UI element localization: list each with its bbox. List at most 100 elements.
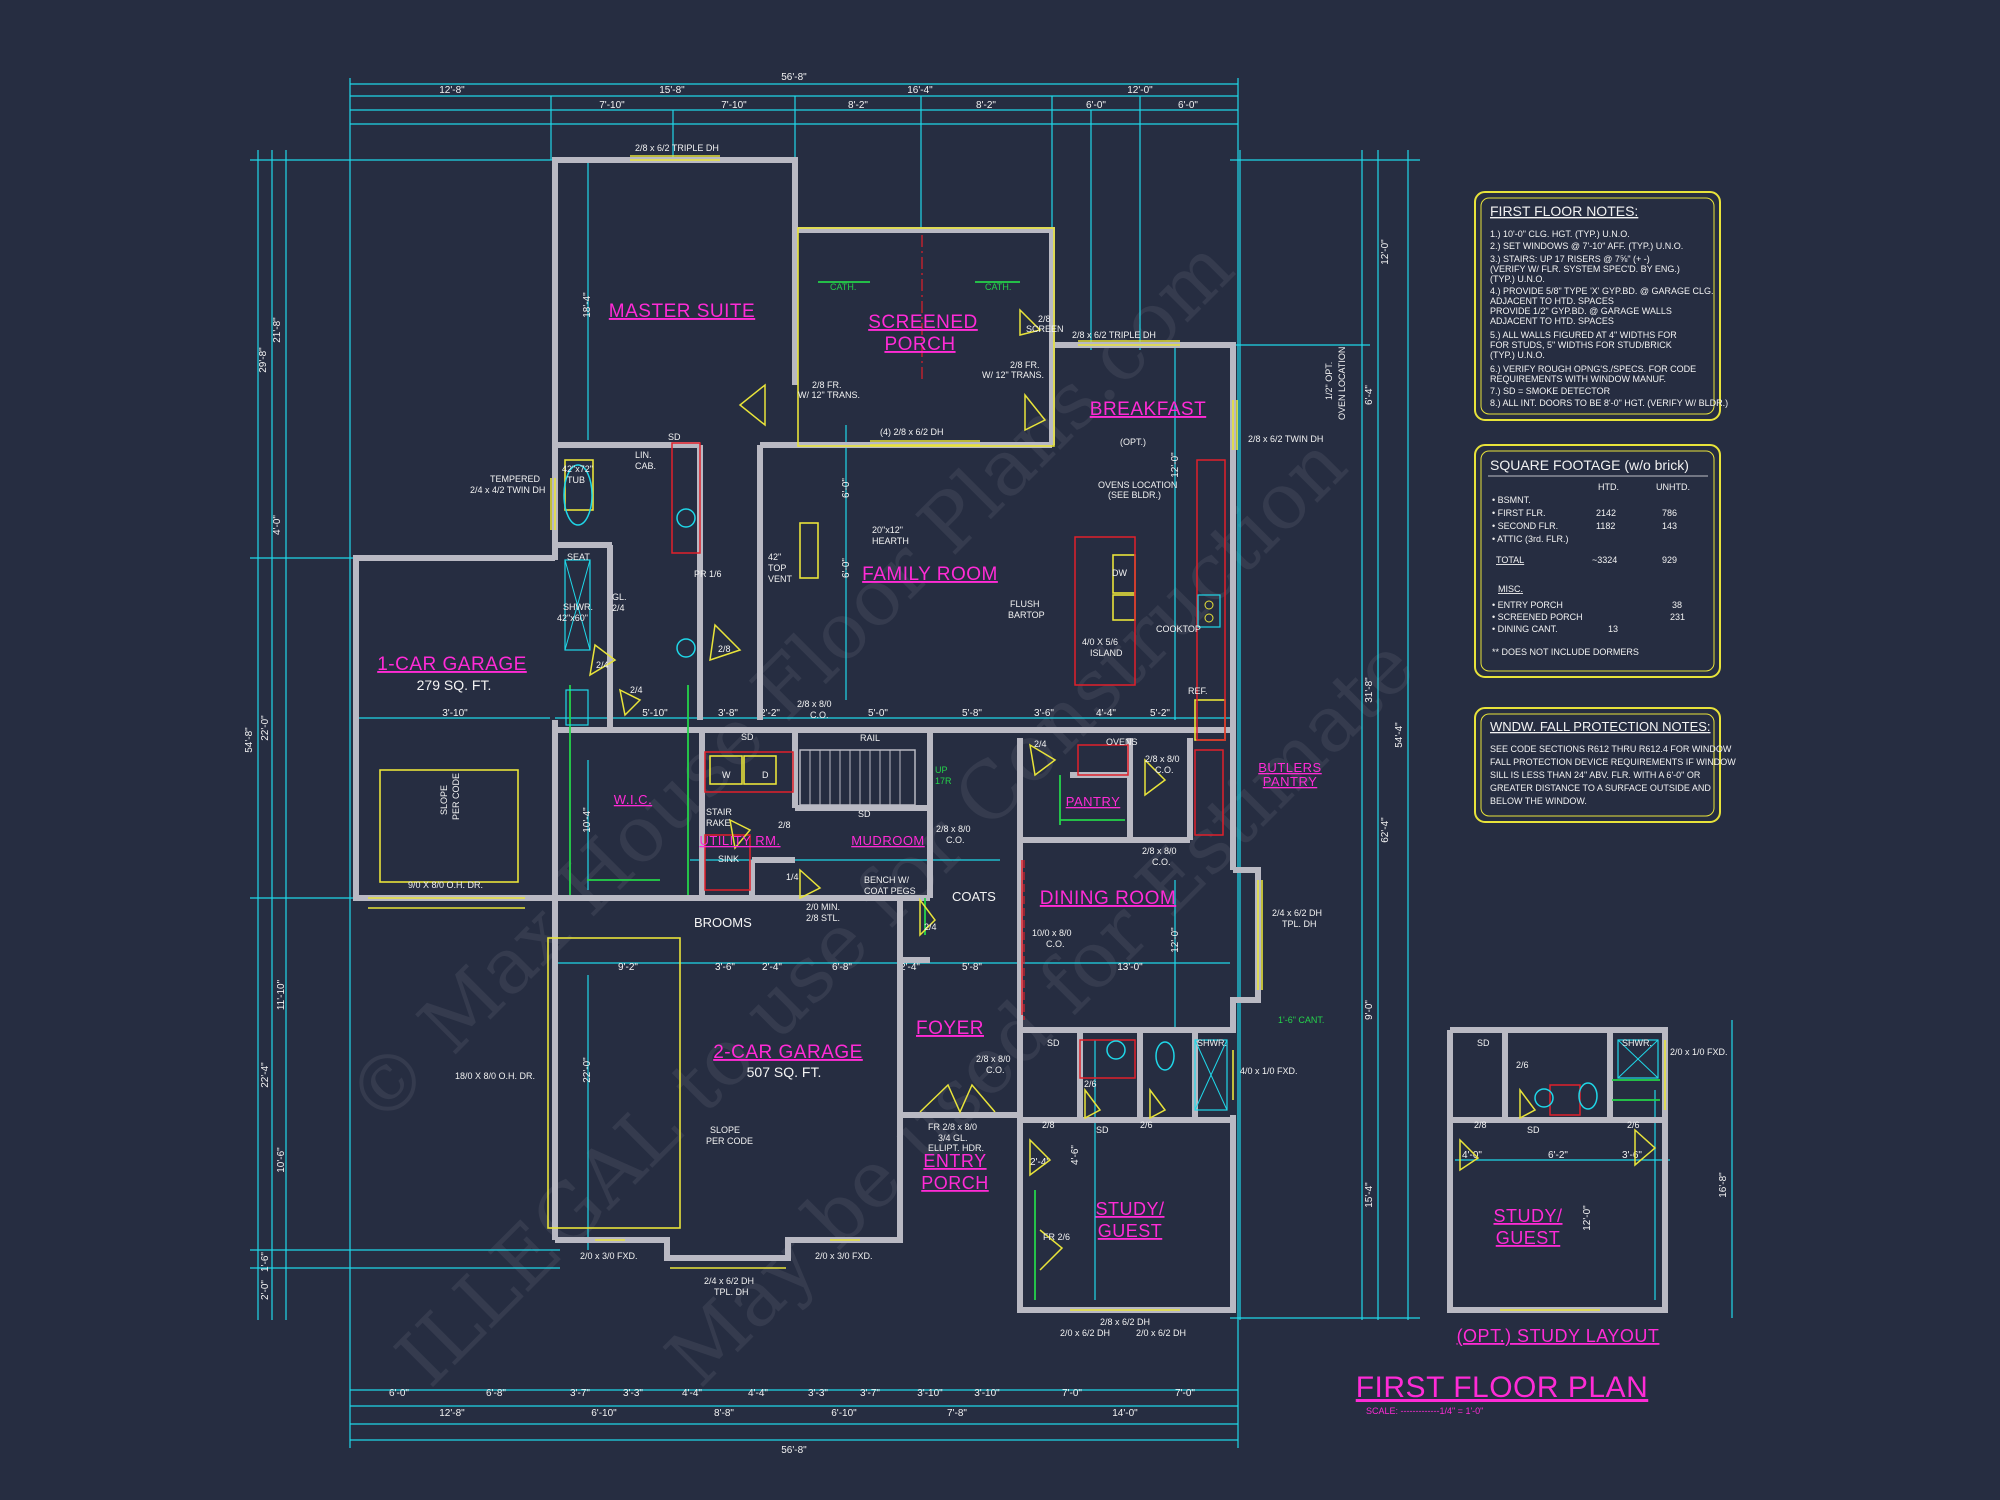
label-dryer: D (762, 770, 769, 780)
dim-bottom: 4'-4" (682, 1388, 702, 1399)
sqft-row-label: • FIRST FLR. (1492, 508, 1546, 518)
dim-top: 12'-0" (1127, 85, 1153, 96)
dim-inner: 2'-4" (762, 962, 782, 973)
room-butlers-2: PANTRY (1263, 774, 1318, 789)
label-door: W/ 12" TRANS. (982, 370, 1044, 380)
dim-right: 16'-8" (1718, 1172, 1729, 1198)
label-shower: SHWR. (1197, 1038, 1227, 1048)
label-window: 2/4 x 6/2 DH (704, 1276, 754, 1286)
sqft-row-unhtd: 143 (1662, 521, 1677, 531)
room-foyer: FOYER (916, 1018, 984, 1039)
label-co: C.O. (946, 835, 965, 845)
note-line: 2.) SET WINDOWS @ 7'-10" AFF. (TYP.) U.N… (1490, 241, 1683, 251)
sqft-misc-value: 13 (1608, 624, 1618, 634)
label-screen: SCREEN (1026, 324, 1064, 334)
dim-top: 8'-2" (848, 100, 868, 111)
opt-study-title: (OPT.) STUDY LAYOUT (1457, 1326, 1660, 1346)
room-family-room: FAMILY ROOM (862, 564, 998, 585)
fall-protection-line: FALL PROTECTION DEVICE REQUIREMENTS IF W… (1490, 757, 1736, 767)
note-line: 1.) 10'-0" CLG. HGT. (TYP.) U.N.O. (1490, 229, 1630, 239)
dim-left: 10'-6" (276, 1147, 287, 1173)
room-pantry: PANTRY (1066, 794, 1121, 809)
dim-inner: 3'-8" (718, 708, 738, 719)
sqft-col-htd: HTD. (1598, 482, 1619, 492)
note-line: (TYP.) U.N.O. (1490, 274, 1545, 284)
sqft-total-htd: ~3324 (1592, 555, 1617, 565)
fall-protection-notes: WNDW. FALL PROTECTION NOTES: SEE CODE SE… (1474, 707, 1736, 823)
label-door: 2/6 (1140, 1120, 1153, 1130)
annotations-green (569, 281, 1660, 1300)
dim-top: 16'-4" (907, 85, 933, 96)
dimension-lines (250, 78, 1733, 1448)
dim-inner: 18'-4" (582, 292, 593, 318)
annotation-labels: 2/8 x 6/2 TRIPLE DH 2/8 x 6/2 TRIPLE DH … (408, 143, 1728, 1338)
label-tub: 42"x72" (562, 464, 593, 474)
room-breakfast: BREAKFAST (1090, 399, 1206, 420)
label-window: TPL. DH (1282, 919, 1317, 929)
room-garage-1: 1-CAR GARAGE (377, 654, 527, 675)
notes-title: FIRST FLOOR NOTES: (1490, 203, 1638, 219)
label-door: 2/4 (630, 685, 643, 695)
label-vent: 42" (768, 552, 781, 562)
dim-inner: 3'-10" (442, 708, 468, 719)
dim-right: 15'-4" (1364, 1182, 1375, 1208)
dim-left: 54'-8" (244, 727, 255, 753)
dim-bottom: 3'-3" (623, 1388, 643, 1399)
dim-bottom: 6'-8" (486, 1388, 506, 1399)
room-master-suite: MASTER SUITE (609, 301, 755, 322)
label-door: 2/8 FR. (1010, 360, 1040, 370)
fixtures (563, 464, 1659, 1111)
dim-right: 6'-4" (1364, 385, 1375, 405)
fall-protection-line: SEE CODE SECTIONS R612 THRU R612.4 FOR W… (1490, 744, 1732, 754)
square-footage-table: SQUARE FOOTAGE (w/o brick) HTD. UNHTD. •… (1474, 444, 1721, 678)
dim-inner: 2'-2" (760, 708, 780, 719)
label-co: 10/0 x 8/0 (1032, 928, 1072, 938)
label-window: 2/8 x 6/2 TWIN DH (1248, 434, 1323, 444)
label-washer: W (722, 770, 731, 780)
label-bench: COAT PEGS (864, 886, 916, 896)
dim-inner: 2'-4" (900, 962, 920, 973)
sqft-misc-row: • SCREENED PORCH (1492, 612, 1583, 622)
smoke-detector-label: SD (1527, 1125, 1540, 1135)
stairs (799, 749, 916, 806)
room-dining: DINING ROOM (1040, 888, 1176, 909)
label-shwr: 42"x60" (557, 613, 588, 623)
dim-right: 62'-4" (1380, 817, 1391, 843)
note-line: 7.) SD = SMOKE DETECTOR (1490, 386, 1611, 396)
dim-inner: 12'-0" (1582, 1205, 1593, 1231)
label-vent: TOP (768, 563, 786, 573)
label-door: FR 2/6 (1043, 1232, 1070, 1242)
dim-left: 1'-6" (260, 1252, 271, 1272)
label-stair: RAKE (706, 818, 731, 828)
note-line: 6.) VERIFY ROUGH OPNG'S./SPECS. FOR CODE (1490, 364, 1696, 374)
label-ovens: OVENS (1106, 737, 1138, 747)
room-mudroom: MUDROOM (851, 833, 925, 848)
dim-right: 12'-0" (1380, 239, 1391, 265)
dim-bottom: 14'-0" (1112, 1408, 1138, 1419)
dim-inner: 9'-2" (618, 962, 638, 973)
label-door: (4) 2/8 x 6/2 DH (880, 427, 944, 437)
dim-bottom: 3'-10" (917, 1388, 943, 1399)
sqft-misc-row: • DINING CANT. (1492, 624, 1558, 634)
label-window: 2/0 x 6/2 DH (1060, 1328, 1110, 1338)
label-cant: 1'-6" CANT. (1278, 1015, 1324, 1025)
dim-overall-bottom: 56'-8" (781, 1445, 807, 1456)
dim-inner: 12'-0" (1170, 452, 1181, 478)
label-co: 2/8 x 8/0 (936, 824, 971, 834)
sqft-row-unhtd: 786 (1662, 508, 1677, 518)
sqft-misc-value: 231 (1670, 612, 1685, 622)
label-gl: GL. (612, 592, 627, 602)
label-door: 1/4 (786, 872, 799, 882)
label-door: 2/6 (1084, 1079, 1097, 1089)
label-gl: 2/4 (612, 603, 625, 613)
garage-1-area: 279 SQ. FT. (417, 677, 492, 693)
dim-bottom: 3'-10" (974, 1388, 1000, 1399)
smoke-detector-label: SD (1096, 1125, 1109, 1135)
label-co: 2/8 x 8/0 (1142, 846, 1177, 856)
label-window: 2/8 x 6/2 TRIPLE DH (635, 143, 719, 153)
dim-inner: 6'-2" (1548, 1150, 1568, 1161)
label-co: 2/8 x 8/0 (797, 699, 832, 709)
label-stl: 2/8 STL. (806, 913, 840, 923)
label-slope: SLOPE (710, 1125, 740, 1135)
sqft-total-unhtd: 929 (1662, 555, 1677, 565)
